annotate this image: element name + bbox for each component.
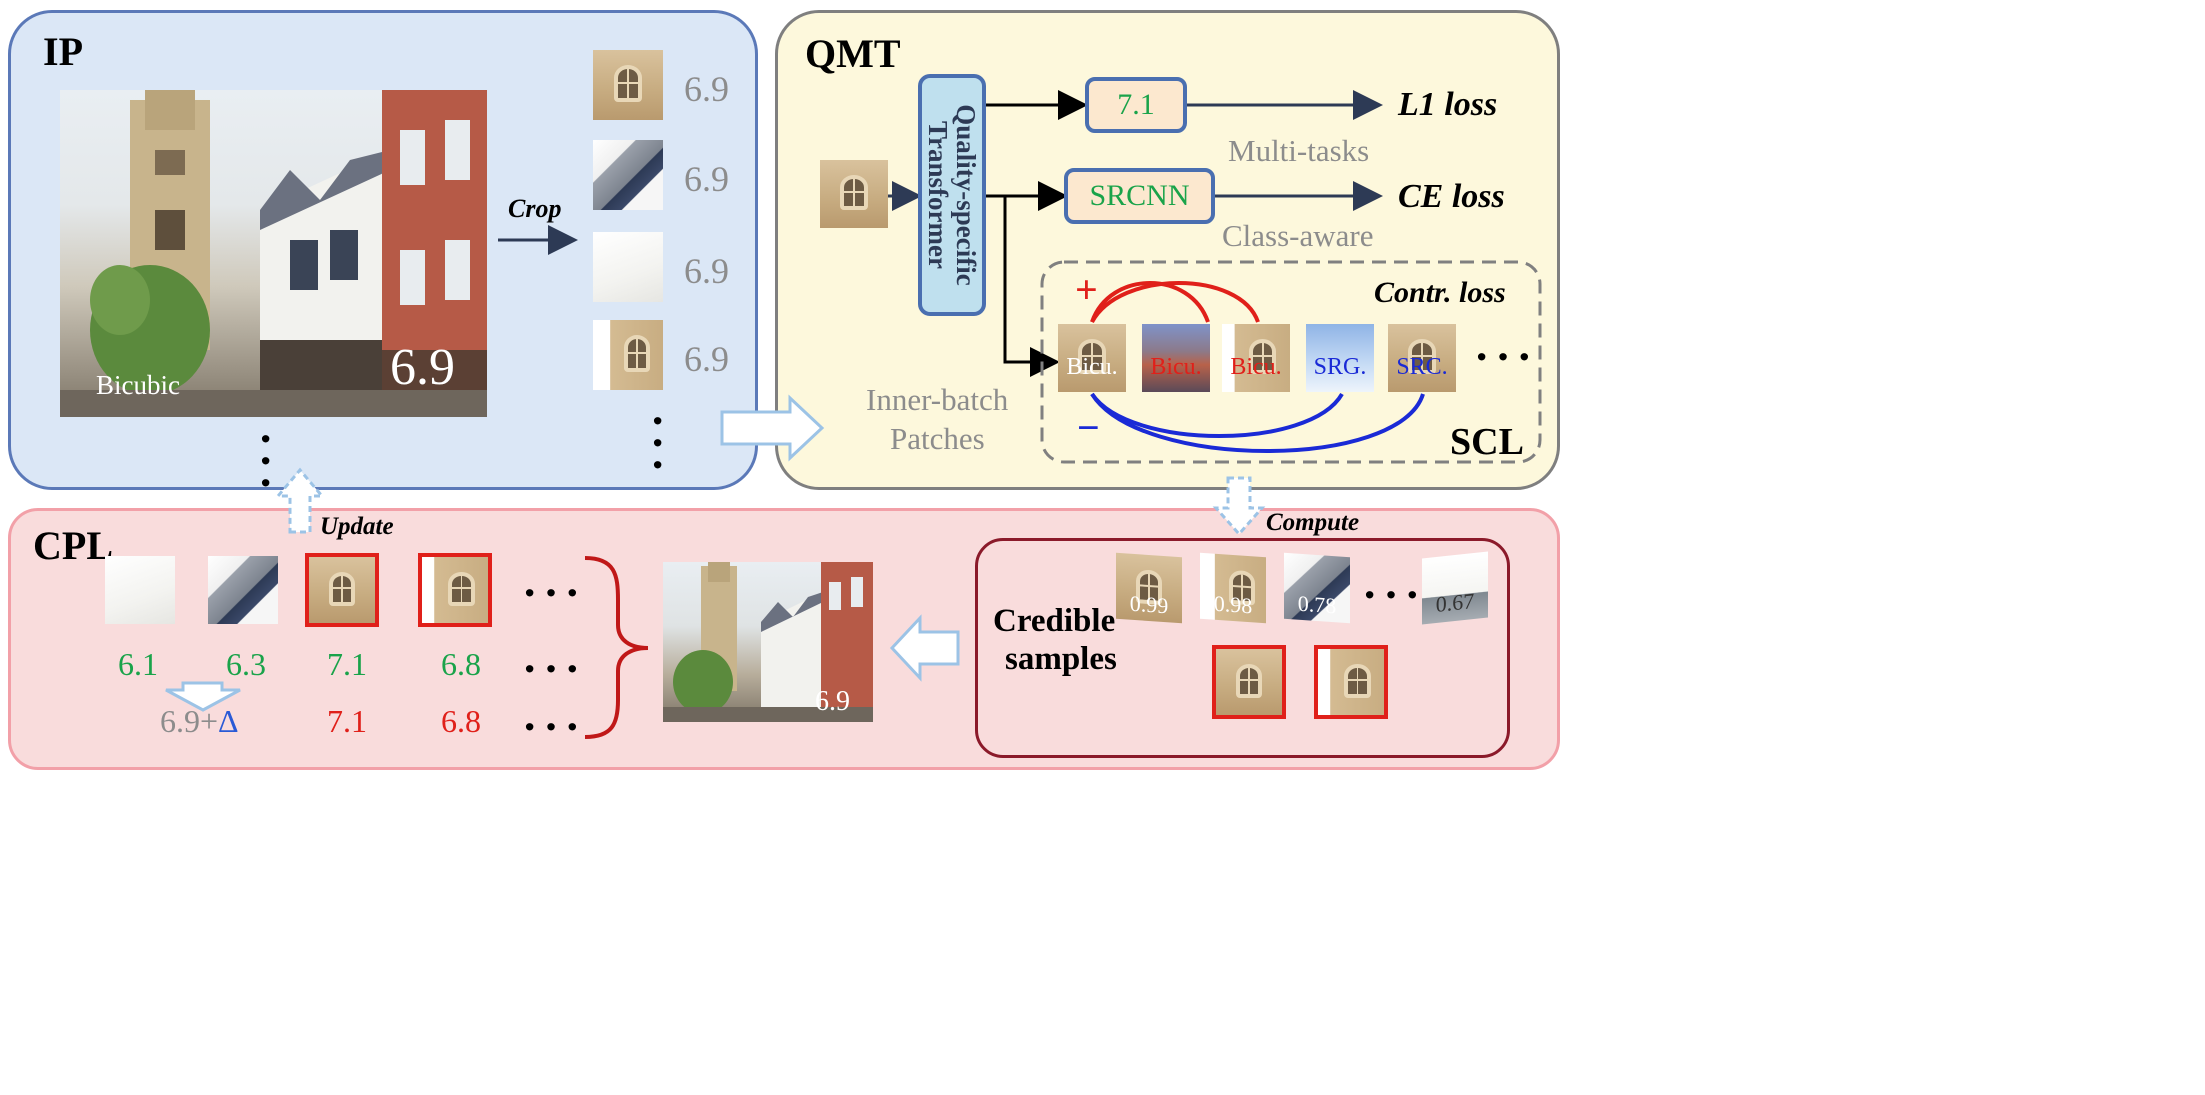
inner-batch-label: Inner-batch <box>866 382 1009 417</box>
street-illustration <box>60 90 487 417</box>
cpl-top-score-3: 7.1 <box>327 646 367 682</box>
credible-label-line2: samples <box>1005 641 1117 677</box>
cpl-top-dots: ··· <box>522 643 587 694</box>
scl-label: SCL <box>1450 421 1524 463</box>
credible-dots: ··· <box>1362 569 1427 620</box>
crop-patch-4 <box>593 320 663 390</box>
negative-arc-2 <box>1090 392 1425 453</box>
crop-patch-2 <box>593 140 663 210</box>
patches-label: Patches <box>890 421 985 456</box>
multi-tasks-label: Multi-tasks <box>1228 133 1370 168</box>
cpl-top-score-4: 6.8 <box>441 646 481 682</box>
srcnn-box-label: SRCNN <box>1089 179 1190 212</box>
bicubic-label: Bicubic <box>96 370 180 400</box>
positive-arc-1 <box>1090 281 1210 323</box>
transformer-to-scl-arrow <box>1003 196 1060 377</box>
cpl-title: CPL <box>33 523 113 568</box>
credible-label-line1: Credible <box>993 603 1116 639</box>
negative-arc-1 <box>1090 392 1344 438</box>
red-brace <box>584 556 649 739</box>
transformer-box: Quality-specific Transformer <box>918 74 986 316</box>
ip-to-qmt-arrow <box>720 394 825 462</box>
compute-label: Compute <box>1266 509 1360 536</box>
l1-loss-label: L1 loss <box>1398 86 1498 123</box>
cpl-bottom-score-2: 6.8 <box>441 703 481 739</box>
credible-patch-2: 0.98 <box>1200 552 1266 624</box>
merged-street-illustration <box>663 562 873 722</box>
cpl-merged-value: 6.9+ <box>160 703 219 739</box>
scl-patch-5: SRC. <box>1388 324 1456 392</box>
compute-arrow <box>1212 476 1266 537</box>
cpl-top-score-2: 6.3 <box>226 646 266 682</box>
cpl-patch-dots: ··· <box>522 567 587 618</box>
image-score: 6.9 <box>390 339 455 396</box>
qmt-title: QMT <box>805 31 901 76</box>
crop-patch-score-3: 6.9 <box>684 251 729 291</box>
class-aware-label: Class-aware <box>1222 218 1374 253</box>
cpl-patch-4 <box>418 553 492 627</box>
qmt-input-patch <box>820 160 888 228</box>
crop-patch-score-4: 6.9 <box>684 339 729 379</box>
negative-sign: − <box>1077 405 1100 450</box>
crop-patches-vertical-dots: ··· <box>650 395 666 490</box>
credible-patch-4: 0.67 <box>1422 551 1488 625</box>
ip-title: IP <box>43 29 83 74</box>
transformer-label: Quality-specific Transformer <box>923 104 981 286</box>
cpl-patch-2 <box>208 556 278 624</box>
crop-patch-1 <box>593 50 663 120</box>
crop-patch-score-2: 6.9 <box>684 159 729 199</box>
cpl-patch-1 <box>105 556 175 624</box>
srcnn-box: SRCNN <box>1064 168 1215 224</box>
scl-patch-1: Bicu. <box>1058 324 1126 392</box>
cpl-merged-score: 6.9+Δ <box>160 703 239 740</box>
scl-horizontal-dots: ··· <box>1474 331 1539 382</box>
score-box: 7.1 <box>1085 77 1187 133</box>
positive-sign: + <box>1075 267 1098 312</box>
credible-patch-1: 0.99 <box>1116 552 1182 624</box>
scl-patch-2: Bicu. <box>1142 324 1210 392</box>
cpl-bottom-score-1: 7.1 <box>327 703 367 739</box>
merge-arrow <box>165 681 241 712</box>
cpl-merged-image-score: 6.9 <box>815 686 850 717</box>
scl-patch-3: Bicu. <box>1222 324 1290 392</box>
cpl-top-score-1: 6.1 <box>118 646 158 682</box>
crop-patch-score-1: 6.9 <box>684 69 729 109</box>
delta-symbol: Δ <box>218 703 239 739</box>
cpl-bottom-dots: ··· <box>522 701 587 752</box>
cpl-patch-3 <box>305 553 379 627</box>
crop-label: Crop <box>508 194 562 223</box>
contr-loss-label: Contr. loss <box>1374 276 1506 309</box>
positive-arc-2 <box>1090 281 1260 323</box>
crop-patch-3 <box>593 232 663 302</box>
credible-to-image-arrow <box>889 614 960 682</box>
scl-box <box>1040 260 1542 464</box>
score-box-value: 7.1 <box>1117 88 1155 121</box>
credible-red-patch-1 <box>1212 645 1286 719</box>
credible-red-patch-2 <box>1314 645 1388 719</box>
scl-patch-4: SRG. <box>1306 324 1374 392</box>
cpl-merged-image: 6.9 <box>663 562 873 722</box>
update-label: Update <box>320 513 394 540</box>
credible-samples-box <box>975 538 1510 758</box>
credible-patch-3: 0.78 <box>1284 552 1350 624</box>
update-arrow <box>274 467 326 534</box>
bicubic-street-image: Bicubic 6.9 <box>60 90 487 417</box>
ce-loss-label: CE loss <box>1398 178 1505 215</box>
